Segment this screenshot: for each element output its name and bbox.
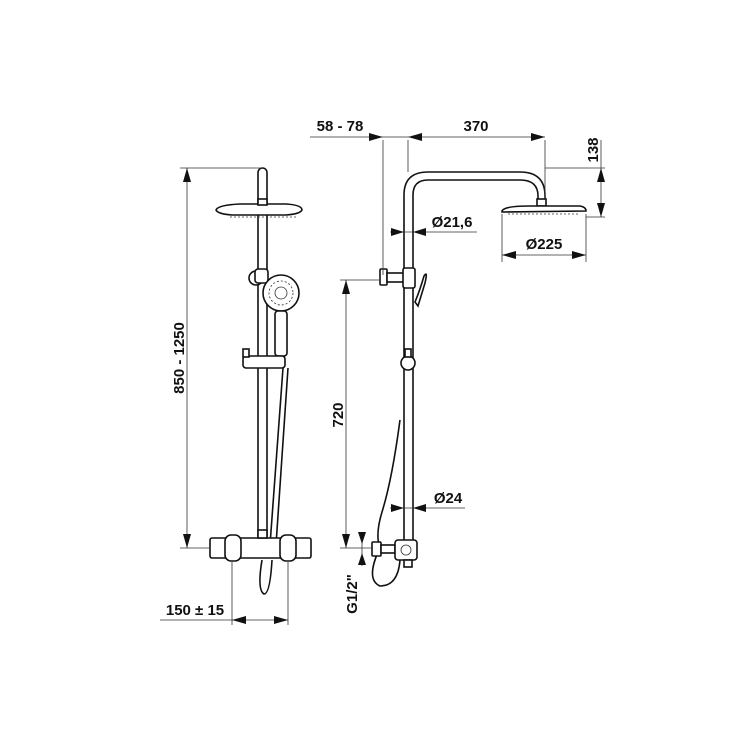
front-view xyxy=(209,167,312,595)
shower-rail xyxy=(257,167,268,541)
side-view xyxy=(371,171,587,587)
diverter-stem xyxy=(386,272,405,283)
hand-shower-side xyxy=(414,273,428,308)
dimension-wall-offset-and-arm: 58 - 78 370 xyxy=(310,118,546,275)
thread-label: G1/2" xyxy=(344,574,361,614)
rail-height-label: 720 xyxy=(330,402,347,427)
hose xyxy=(269,367,289,546)
slider-lever xyxy=(242,348,250,358)
upper-pipe-diameter-label: Ø21,6 xyxy=(432,214,473,231)
dimension-lower-pipe-diameter: Ø24 xyxy=(390,490,465,512)
diverter-knob xyxy=(379,268,388,286)
wall-connector xyxy=(371,541,382,557)
diverter-body xyxy=(402,267,416,289)
head-diameter-label: Ø225 xyxy=(526,236,563,253)
overhead-shower-head xyxy=(215,203,303,216)
dimension-rail-height: 720 xyxy=(330,279,380,549)
overhead-shower-head-side xyxy=(501,205,587,213)
hose-loop-side xyxy=(371,551,401,587)
mixer-knob-right xyxy=(279,534,297,562)
dimension-upper-pipe-diameter: Ø21,6 xyxy=(390,214,477,236)
arm-length-label: 370 xyxy=(463,118,488,135)
dimension-head-drop: 138 xyxy=(545,137,605,218)
lower-pipe-diameter-label: Ø24 xyxy=(434,490,463,507)
dimension-mixer-spacing: 150 ± 15 xyxy=(160,562,289,625)
wall-offset-label: 58 - 78 xyxy=(317,118,364,135)
dimension-height-range: 850 - 1250 xyxy=(171,167,262,549)
hand-shower-handle xyxy=(274,310,288,357)
hose-loop xyxy=(259,559,273,595)
hand-shower-head xyxy=(262,274,300,312)
hose-side xyxy=(377,419,401,549)
head-connector-side xyxy=(536,198,547,207)
height-range-label: 850 - 1250 xyxy=(171,322,188,394)
slider-bracket xyxy=(242,355,286,369)
head-connector xyxy=(257,198,268,206)
mixer-spacing-label: 150 ± 15 xyxy=(166,602,224,619)
bottom-valve xyxy=(394,539,418,561)
dimension-head-diameter: Ø225 xyxy=(501,214,587,262)
dimension-thread: G1/2" xyxy=(344,532,366,614)
slider-side xyxy=(400,355,416,371)
shower-pipe-arm xyxy=(403,171,546,546)
head-drop-label: 138 xyxy=(585,137,602,162)
mixer-knob-left xyxy=(224,534,242,562)
